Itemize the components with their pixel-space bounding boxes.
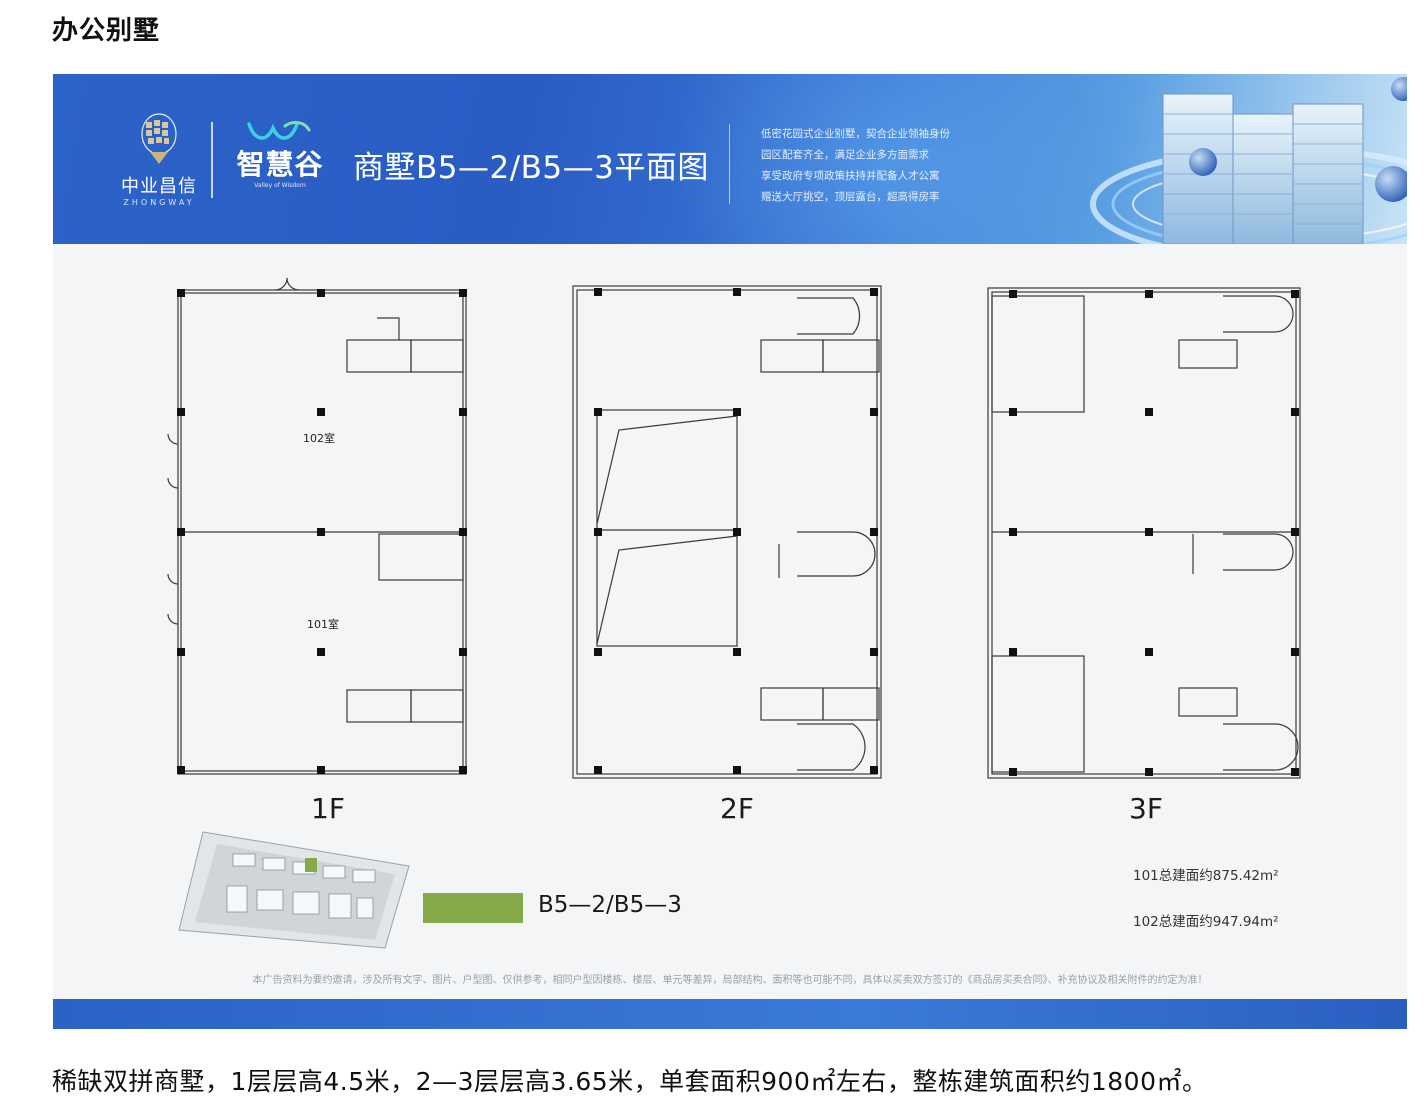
floor-label-3f: 3F — [1129, 792, 1163, 825]
floor-plan-2f-columns — [594, 288, 878, 774]
office-towers-illustration — [1090, 77, 1407, 244]
floor-plan-2f — [572, 285, 882, 779]
banner-glow — [673, 74, 1093, 244]
zhongway-emblem-icon — [136, 112, 182, 168]
zhongway-name: 中业昌信 — [121, 176, 197, 197]
legend-label: B5—2/B5—3 — [538, 892, 682, 918]
floor-label-2f: 2F — [720, 792, 754, 825]
floor-plan-3f — [987, 287, 1301, 779]
selling-point: 享受政府专项政策扶持并配备人才公寓 — [761, 170, 940, 182]
floor-plan-1f — [167, 277, 467, 775]
room-label-102: 102室 — [303, 431, 335, 445]
floor-label-1f: 1F — [311, 792, 345, 825]
selling-points: 低密花园式企业别墅，契合企业领袖身份 园区配套齐全，满足企业多方面需求 享受政府… — [761, 124, 950, 208]
brand-divider — [211, 122, 213, 198]
poster-banner: 中业昌信 ZHONGWAY 智慧谷 Valley of Wisdom 商墅B5—… — [53, 74, 1407, 244]
page-caption: 稀缺双拼商墅，1层层高4.5米，2—3层层高3.65米，单套面积900㎡左右，整… — [52, 1067, 1208, 1096]
valley-wave-icon — [233, 118, 327, 148]
valley-sub: Valley of Wisdom — [254, 182, 306, 189]
room-label-101: 101室 — [307, 617, 339, 631]
poster-footer-bar — [53, 999, 1407, 1029]
selling-point: 赠送大厅挑空，顶层露台，超高得房率 — [761, 191, 940, 203]
selling-point: 园区配套齐全，满足企业多方面需求 — [761, 149, 929, 161]
valley-name: 智慧谷 — [236, 148, 324, 181]
floor-plan-1f-columns — [177, 289, 467, 774]
page-heading: 办公别墅 — [52, 16, 161, 46]
area-101: 101总建面约875.42m² — [1133, 868, 1279, 884]
banner-divider — [729, 124, 730, 204]
legend-swatch — [423, 893, 523, 923]
floor-plans-drawing: 102室 101室 — [167, 277, 1301, 779]
disclaimer: 本广告资料为要约邀请，涉及所有文字、图片、户型图、仅供参考，相同户型因楼栋、楼层… — [252, 975, 1208, 986]
floor-plan-3f-columns — [1009, 290, 1299, 776]
zhongway-logo: 中业昌信 ZHONGWAY — [111, 112, 207, 207]
selling-point: 低密花园式企业别墅，契合企业领袖身份 — [761, 128, 950, 140]
site-map-illustration — [178, 831, 410, 949]
zhongway-sub: ZHONGWAY — [123, 198, 195, 207]
banner-title: 商墅B5—2/B5—3平面图 — [353, 150, 709, 186]
valley-logo: 智慧谷 Valley of Wisdom — [233, 118, 327, 189]
floor-plan-poster: 中业昌信 ZHONGWAY 智慧谷 Valley of Wisdom 商墅B5—… — [53, 74, 1407, 1029]
area-102: 102总建面约947.94m² — [1133, 914, 1279, 930]
